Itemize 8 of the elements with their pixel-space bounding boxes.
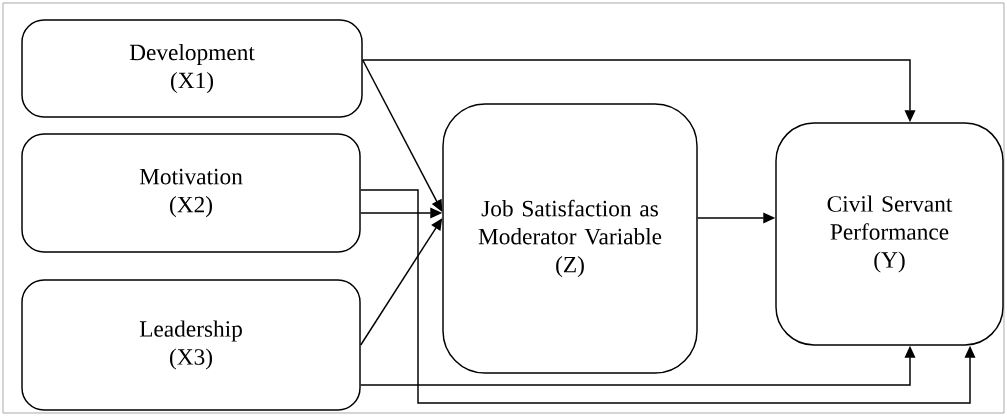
arrow (362, 59, 443, 212)
variable-box: Job Satisfaction as Moderator Variable (Z) (442, 103, 698, 374)
arrow (360, 189, 976, 404)
variable-box: Civil Servant Performance (Y) (775, 122, 1004, 346)
variable-box: Motivation (X2) (21, 133, 361, 253)
variable-box: Leadership (X3) (21, 279, 361, 411)
variable-box: Development (X1) (21, 19, 363, 118)
arrow (360, 218, 443, 346)
